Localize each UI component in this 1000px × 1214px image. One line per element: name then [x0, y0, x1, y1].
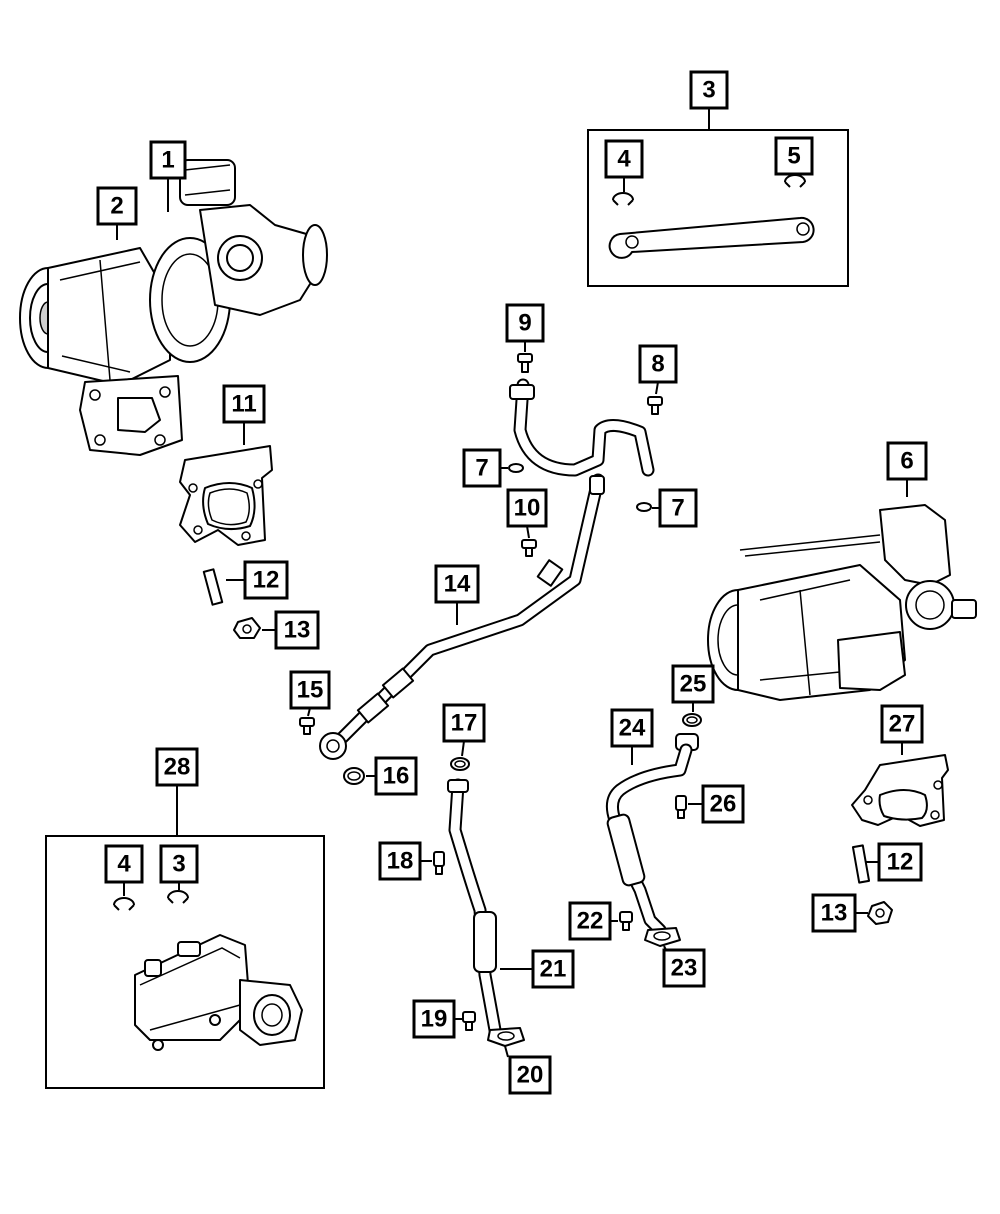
- callout-27: 27: [880, 704, 924, 744]
- turbocharger-right: [707, 504, 977, 701]
- svg-text:19: 19: [421, 1006, 448, 1033]
- actuator-28: [134, 934, 303, 1051]
- callout-2: 2: [96, 186, 138, 226]
- oil-return-line-24: [605, 733, 699, 947]
- svg-text:14: 14: [444, 571, 471, 598]
- oil-return-line-21: [447, 778, 525, 1047]
- nut-13-left: [233, 617, 261, 639]
- callout-8: 8: [638, 344, 678, 384]
- callout-12-left: 12: [243, 560, 289, 600]
- bolt-19: [462, 1011, 476, 1031]
- svg-text:7: 7: [671, 495, 684, 522]
- bolt-18: [433, 851, 445, 875]
- callout-22: 22: [568, 901, 612, 941]
- svg-text:7: 7: [475, 455, 488, 482]
- svg-text:13: 13: [284, 617, 311, 644]
- clip-28-4: [113, 897, 135, 911]
- callout-6: 6: [886, 441, 928, 481]
- turbocharger-left: [19, 159, 328, 456]
- callout-9: 9: [505, 303, 545, 343]
- callout-23: 23: [662, 948, 706, 988]
- nut-13-right: [867, 901, 893, 925]
- svg-text:9: 9: [518, 310, 531, 337]
- svg-text:21: 21: [540, 956, 567, 983]
- callout-17: 17: [442, 703, 486, 743]
- svg-text:4: 4: [117, 851, 131, 878]
- callout-28: 28: [155, 747, 199, 787]
- callout-21: 21: [531, 949, 575, 989]
- seal-7-left: [508, 463, 524, 473]
- oil-feed-line-14: [319, 378, 655, 760]
- stud-12-right: [851, 844, 871, 884]
- svg-text:16: 16: [383, 763, 410, 790]
- svg-text:24: 24: [619, 715, 646, 742]
- svg-text:27: 27: [889, 711, 916, 738]
- link-rod: [608, 216, 815, 259]
- callout-28-4: 4: [104, 844, 144, 884]
- gasket-27: [851, 754, 949, 827]
- svg-text:15: 15: [297, 677, 324, 704]
- seal-17: [450, 757, 470, 771]
- svg-text:12: 12: [253, 567, 280, 594]
- svg-text:12: 12: [887, 849, 914, 876]
- svg-text:6: 6: [900, 448, 913, 475]
- svg-text:3: 3: [172, 851, 185, 878]
- seal-7-right: [636, 502, 652, 512]
- svg-text:23: 23: [671, 955, 698, 982]
- callout-16: 16: [374, 756, 418, 796]
- bolt-22: [619, 911, 633, 931]
- svg-text:4: 4: [617, 146, 631, 173]
- svg-text:22: 22: [577, 908, 604, 935]
- svg-text:20: 20: [517, 1062, 544, 1089]
- svg-text:1: 1: [161, 147, 174, 174]
- group-3-frame: [587, 129, 849, 287]
- svg-text:2: 2: [110, 193, 123, 220]
- svg-text:13: 13: [821, 900, 848, 927]
- svg-text:5: 5: [787, 143, 800, 170]
- svg-text:28: 28: [164, 754, 191, 781]
- svg-text:10: 10: [514, 495, 541, 522]
- callout-4: 4: [604, 139, 644, 179]
- callout-3: 3: [689, 70, 729, 110]
- callout-28-3: 3: [159, 844, 199, 884]
- callout-13-right: 13: [811, 893, 857, 933]
- svg-text:25: 25: [680, 671, 707, 698]
- clip-28-3: [167, 890, 189, 904]
- callout-24: 24: [610, 708, 654, 748]
- callout-11: 11: [222, 384, 266, 424]
- seal-25: [682, 713, 702, 727]
- svg-text:17: 17: [451, 710, 478, 737]
- callout-7-right: 7: [658, 488, 698, 528]
- group-28-frame: [45, 835, 325, 1089]
- callout-15: 15: [289, 670, 331, 710]
- callout-26: 26: [701, 784, 745, 824]
- callout-25: 25: [671, 664, 715, 704]
- callout-14: 14: [434, 564, 480, 604]
- bolt-9: [517, 353, 533, 373]
- svg-text:26: 26: [710, 791, 737, 818]
- bolt-8: [647, 396, 663, 415]
- bolt-10: [521, 539, 537, 557]
- bolt-15: [299, 717, 315, 735]
- callout-13-left: 13: [274, 610, 320, 650]
- callout-19: 19: [412, 999, 456, 1039]
- callout-1: 1: [149, 140, 187, 180]
- callout-10: 10: [506, 488, 548, 528]
- clip-5: [784, 174, 806, 188]
- svg-text:18: 18: [387, 848, 414, 875]
- svg-text:3: 3: [702, 77, 715, 104]
- gasket-11: [179, 445, 273, 546]
- callout-7-left: 7: [462, 448, 502, 488]
- bolt-26: [675, 795, 687, 819]
- callout-5: 5: [774, 136, 814, 176]
- clip-4: [612, 192, 634, 206]
- seal-16: [343, 767, 365, 785]
- svg-text:8: 8: [651, 351, 664, 378]
- svg-text:11: 11: [231, 391, 256, 418]
- callout-20: 20: [508, 1055, 552, 1095]
- callout-18: 18: [378, 841, 422, 881]
- callout-12-right: 12: [877, 842, 923, 882]
- stud-12-left: [202, 568, 224, 606]
